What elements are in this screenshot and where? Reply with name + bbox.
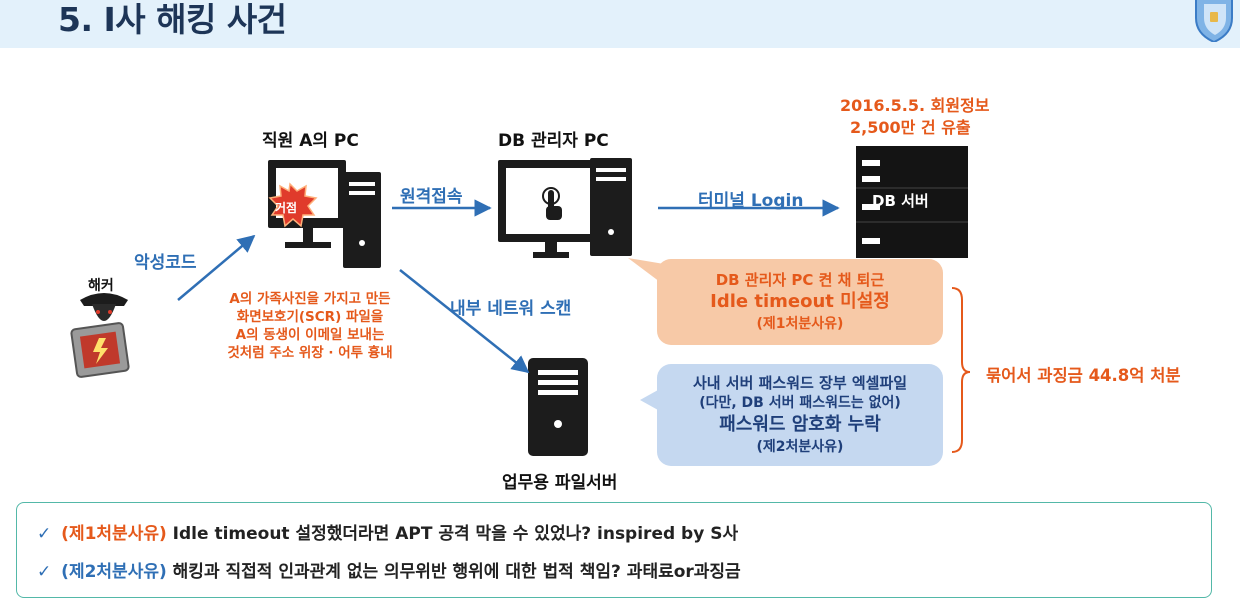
summary-item-2: ✓ (제2처분사유) 해킹과 직접적 인과관계 없는 의무위반 행위에 대한 법… xyxy=(37,557,741,582)
leak-count-text: 2,500만 건 유출 xyxy=(850,118,971,137)
hand-pointer-icon xyxy=(542,187,562,220)
laptop-icon xyxy=(70,322,130,378)
hacker-label: 해커 xyxy=(88,278,114,294)
shield-icon xyxy=(1195,0,1233,42)
header-bar xyxy=(0,0,1240,48)
attack-method-line: 것처럼 주소 위장 · 어투 흉내 xyxy=(227,345,393,361)
employee-pc-label: 직원 A의 PC xyxy=(262,131,359,151)
summary-item-1-tag: (제1처분사유) xyxy=(61,524,167,544)
db-server-icon xyxy=(856,146,968,258)
check-icon: ✓ xyxy=(37,524,52,544)
db-admin-pc-icon xyxy=(498,158,632,258)
summary-item-1-text: Idle timeout 설정했더라면 APT 공격 막을 수 있었나? ins… xyxy=(172,524,739,544)
page-title: 5. I사 해킹 사건 xyxy=(58,0,287,39)
reason1-line: DB 관리자 PC 켠 채 퇴근 xyxy=(715,271,885,289)
reason1-callout: DB 관리자 PC 켠 채 퇴근 Idle timeout 미설정 (제1처분사… xyxy=(657,259,943,345)
infected-badge-label: 거점 xyxy=(275,201,298,215)
reason1-headline: Idle timeout 미설정 xyxy=(710,291,890,312)
summary-item-2-tag: (제2처분사유) xyxy=(61,562,167,582)
attack-method-text: A의 가족사진을 가지고 만든 화면보호기(SCR) 파일을 A의 동생이 이메… xyxy=(196,290,424,362)
remote-access-label: 원격접속 xyxy=(400,187,463,207)
attack-method-line: A의 동생이 이메일 보내는 xyxy=(235,327,385,343)
summary-box: ✓ (제1처분사유) Idle timeout 설정했더라면 APT 공격 막을… xyxy=(16,502,1212,598)
reason2-line: 사내 서버 패스워드 장부 엑셀파일 xyxy=(692,374,908,392)
internal-scan-label: 내부 네트워 스캔 xyxy=(450,299,572,319)
reason2-headline: 패스워드 암호화 누락 xyxy=(719,414,881,435)
file-server-icon xyxy=(528,358,588,456)
terminal-login-label: 터미널 Login xyxy=(698,191,804,211)
file-server-label: 업무용 파일서버 xyxy=(502,473,618,493)
check-icon: ✓ xyxy=(37,562,52,582)
attack-method-line: A의 가족사진을 가지고 만든 xyxy=(229,291,391,307)
reason2-line: (다만, DB 서버 패스워드는 없어) xyxy=(699,395,901,411)
db-admin-pc-label: DB 관리자 PC xyxy=(498,131,609,151)
infected-badge xyxy=(268,182,318,228)
summary-item-2-text: 해킹과 직접적 인과관계 없는 의무위반 행위에 대한 법적 책임? 과태료or… xyxy=(172,562,741,582)
reason1-tag: (제1처분사유) xyxy=(756,316,844,332)
reason2-callout: 사내 서버 패스워드 장부 엑셀파일 (다만, DB 서버 패스워드는 없어) … xyxy=(657,364,943,466)
db-server-label: DB 서버 xyxy=(872,192,929,210)
reason2-tag: (제2처분사유) xyxy=(756,439,844,455)
malware-label: 악성코드 xyxy=(134,253,197,273)
penalty-text: 묶어서 과징금 44.8억 처분 xyxy=(986,366,1181,385)
attack-method-line: 화면보호기(SCR) 파일을 xyxy=(236,309,384,325)
leak-date-text: 2016.5.5. 회원정보 xyxy=(840,96,990,115)
summary-item-1: ✓ (제1처분사유) Idle timeout 설정했더라면 APT 공격 막을… xyxy=(37,519,738,544)
